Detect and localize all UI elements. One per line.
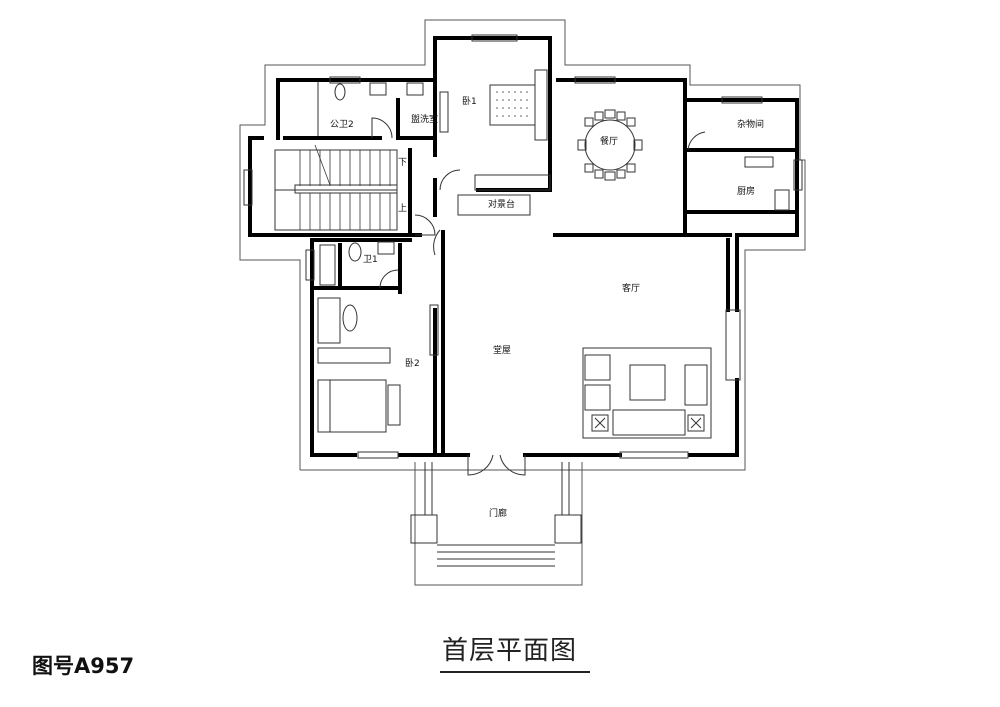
room-label-kitchen: 厨房 <box>737 187 756 197</box>
doors <box>371 117 706 476</box>
bath-fixtures <box>317 82 449 364</box>
room-label-storage: 杂物间 <box>737 120 765 130</box>
room-label-laundry: 盥洗室 <box>411 115 439 125</box>
stair-up-label: 上 <box>398 204 408 214</box>
porch-structure <box>410 462 582 567</box>
room-label-bath-1: 卫1 <box>363 255 378 265</box>
room-label-bar-counter: 对景台 <box>488 200 516 210</box>
room-label-living-room: 客厅 <box>622 284 641 294</box>
bed-1-pattern <box>496 91 528 117</box>
title-underline <box>440 671 590 673</box>
kitchen-fixtures <box>744 156 790 211</box>
walls <box>248 36 799 457</box>
room-label-public-bath-2: 公卫2 <box>330 120 354 130</box>
room-label-porch: 门廊 <box>489 509 508 519</box>
drawing-number: 图号A957 <box>32 654 135 678</box>
room-label-bedroom-1: 卧1 <box>462 97 477 107</box>
bedroom-2-furniture <box>317 379 401 433</box>
room-label-hall: 堂屋 <box>493 346 512 356</box>
living-room-sofa-set <box>582 347 712 439</box>
bedroom-1-furniture <box>457 69 551 216</box>
room-label-bedroom-2: 卧2 <box>405 359 420 369</box>
outer-outline <box>239 19 806 586</box>
staircase <box>274 149 398 231</box>
room-label-dining: 餐厅 <box>600 137 619 147</box>
plan-title: 首层平面图 <box>442 636 578 666</box>
dining-table <box>577 109 643 181</box>
windows <box>243 34 803 459</box>
stair-treads <box>299 144 391 230</box>
stair-down-label: 下 <box>398 158 408 168</box>
